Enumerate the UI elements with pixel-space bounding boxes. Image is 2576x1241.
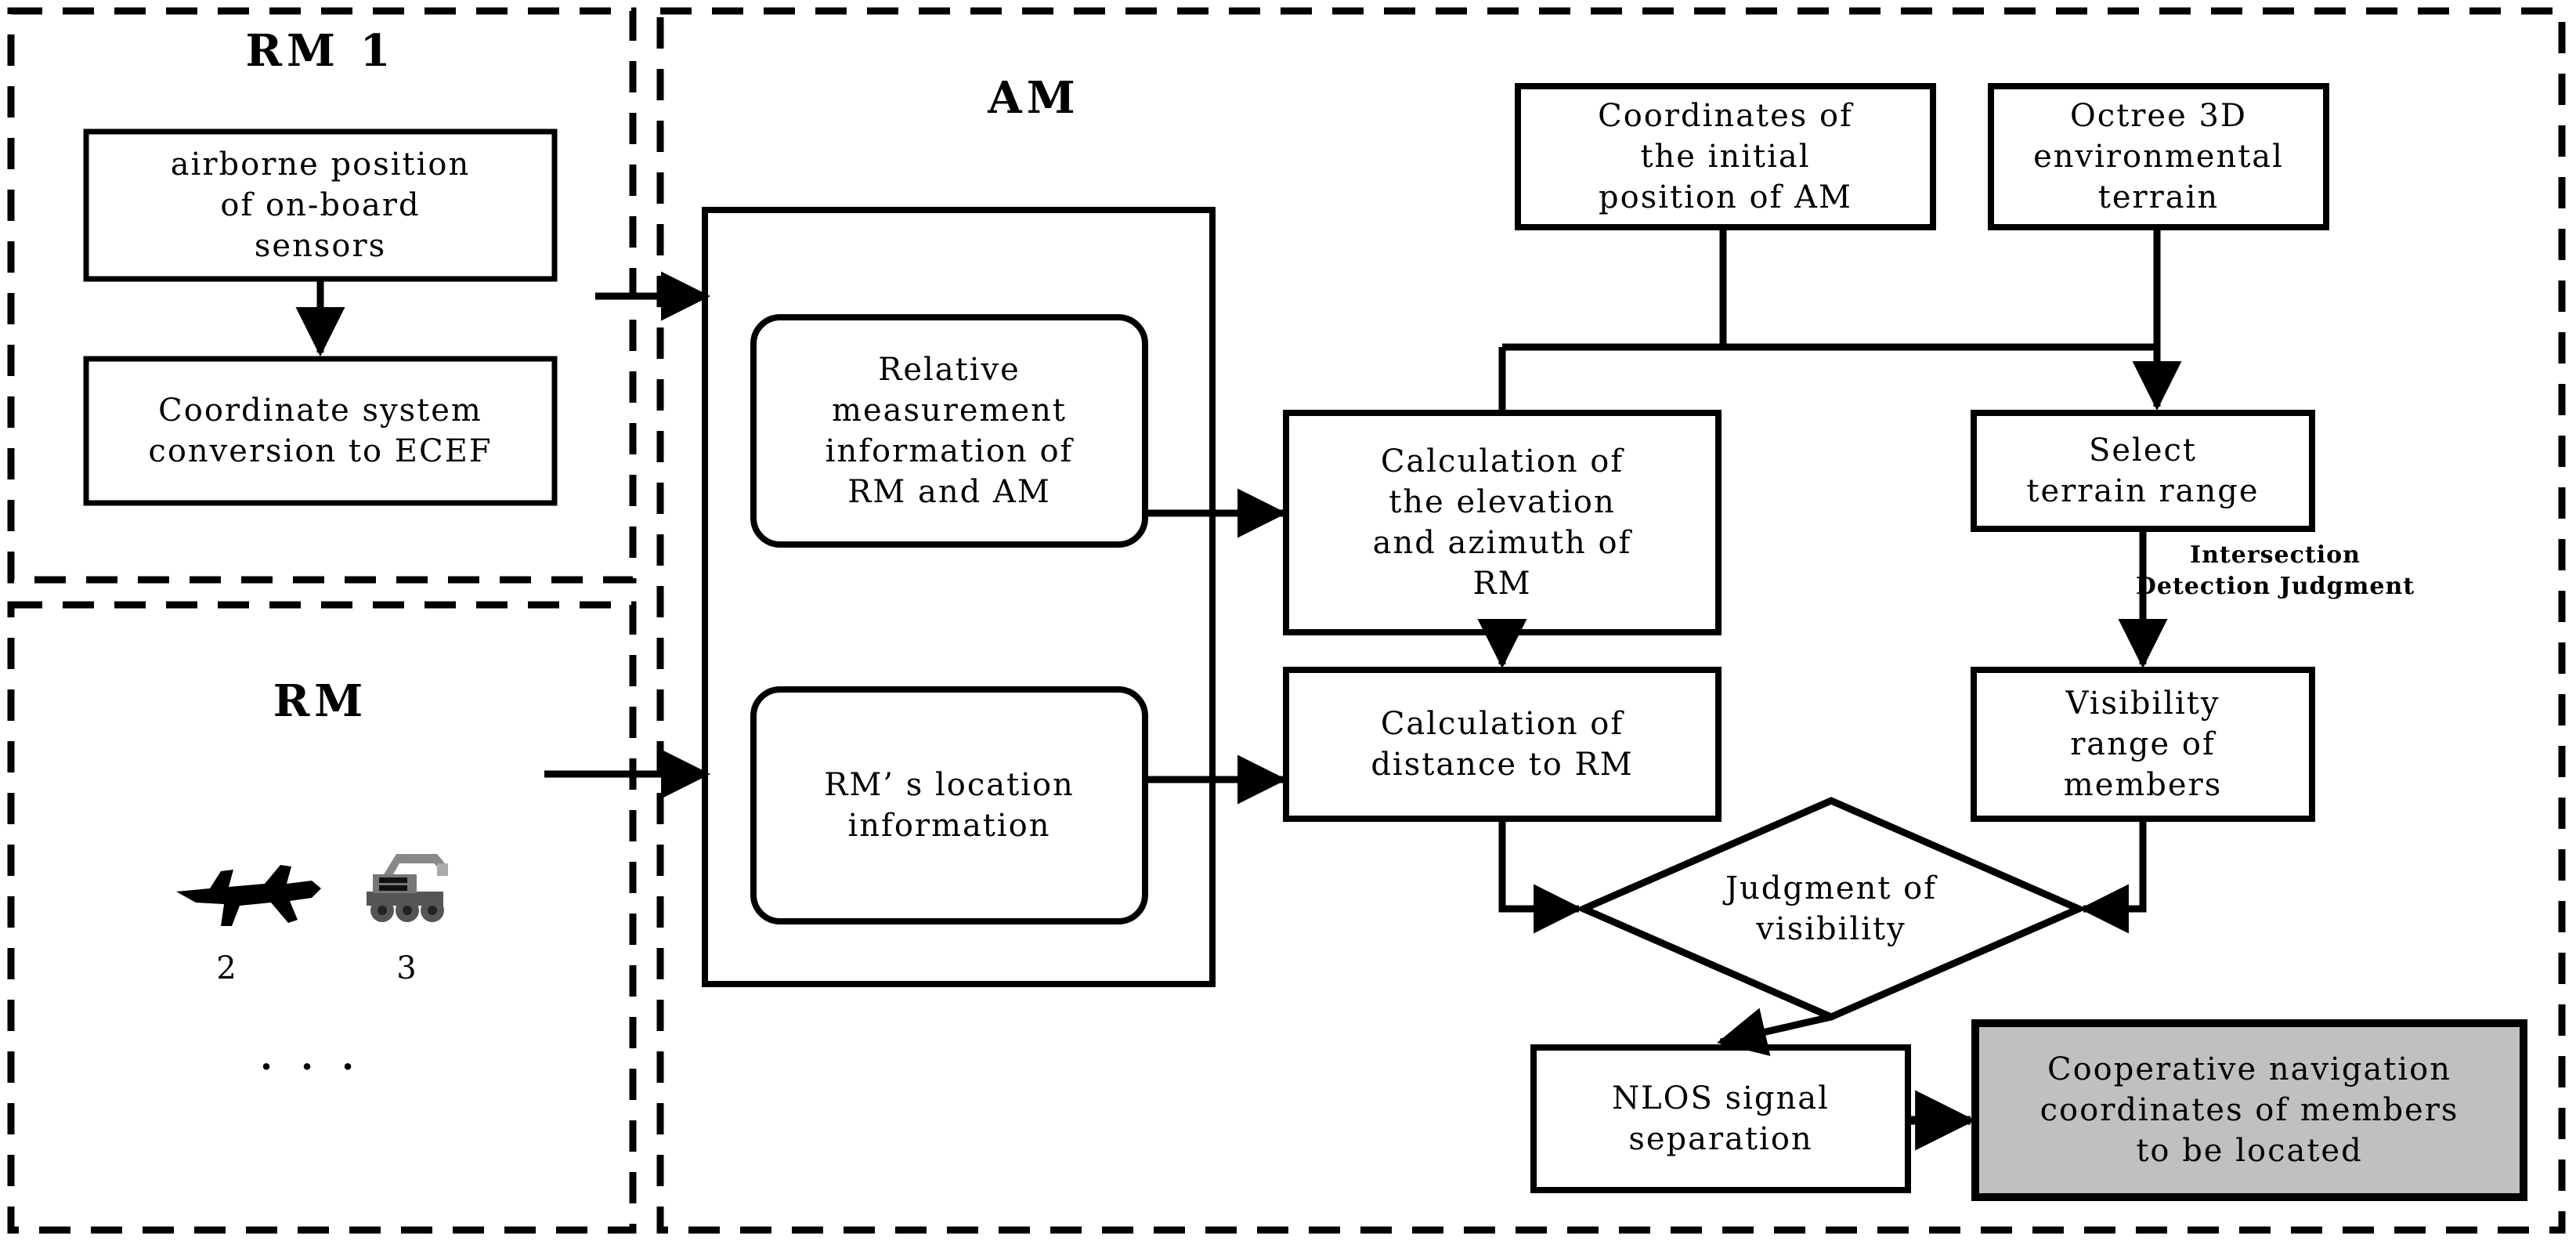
octree-terrain-label: Octree 3D environmental terrain [2033,98,2284,215]
intersection-detection-label: Intersection Detection Judgment [2135,541,2415,601]
octree-terrain-box [1988,83,2329,230]
cooperative-output-label: Cooperative navigation coordinates of me… [2039,1051,2459,1169]
calc-distance-label: Calculation of distance to RM [1371,706,1634,783]
aircraft-member-label: 2 [216,950,238,986]
rm-group-title: RM [273,675,368,727]
airborne-position-box [83,128,558,282]
coordinates-initial-position-label: Coordinates of the initial position of A… [1598,98,1853,215]
select-terrain-range-box [1971,410,2315,532]
nlos-separation-label: NLOS signal separation [1612,1080,1830,1157]
connector-visibility-to-judgment [2079,819,2147,934]
airborne-position-label: airborne position of on-board sensors [170,147,471,264]
rm-group-border [7,601,637,1234]
visibility-range-label: Visibility range of members [2063,686,2223,803]
coordinate-conversion-box [83,356,558,506]
am-group-title: AM [988,71,1080,124]
members-ellipsis: ... [259,1036,383,1079]
am-group-border [656,7,2566,1234]
calc-distance-box [1283,667,1722,822]
fighter-jet-icon [176,865,321,926]
coordinates-initial-position-box [1515,83,1936,230]
rm-location-label: RM’ s location information [824,767,1075,844]
nlos-separation-box [1530,1044,1911,1193]
calc-elevation-azimuth-box [1283,410,1722,635]
judgment-visibility-label: Judgment of visibility [1725,870,1938,947]
ground-rover-icon [367,854,448,922]
relative-measurement-label: Relative measurement information of RM a… [825,352,1074,510]
rover-member-label: 3 [396,950,418,986]
cooperative-output-box [1971,1019,2527,1201]
rm-location-box [750,686,1148,924]
visibility-range-box [1971,667,2315,822]
connector-judgment-to-nlos [1717,1008,1832,1056]
coordinate-conversion-label: Coordinate system conversion to ECEF [148,393,493,469]
connector-distance-to-judgment [1498,819,1584,934]
select-terrain-range-label: Select terrain range [2026,432,2260,509]
calc-elevation-azimuth-label: Calculation of the elevation and azimuth… [1372,443,1632,602]
rm1-group-title: RM 1 [245,24,396,77]
relative-measurement-box [750,314,1148,548]
